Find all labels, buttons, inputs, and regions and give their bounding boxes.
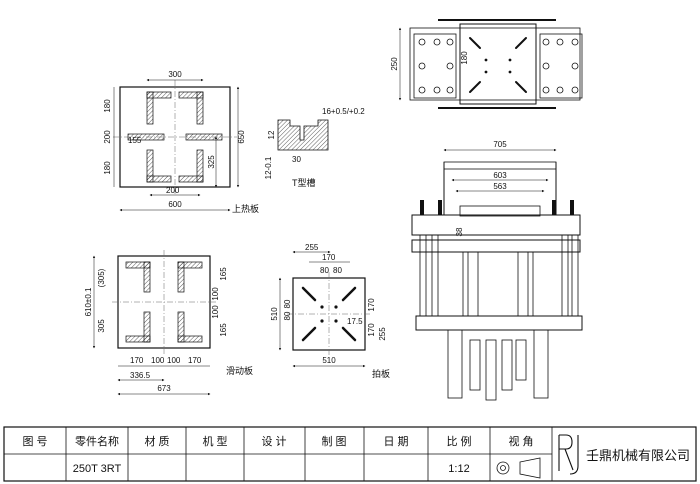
ejector-dim-510-left: 510 — [270, 307, 279, 321]
tslot-dim-head: 16+0.5/+0.2 — [322, 107, 365, 116]
ejector-dim-170-top: 170 — [322, 253, 336, 262]
t-slot-detail: 12 16+0.5/+0.2 12-0.1 30 T型槽 — [264, 107, 365, 188]
projection-symbol — [496, 457, 541, 479]
upper-plate-t-slots — [127, 91, 223, 183]
ejector-dim-80-a: 80 — [320, 266, 329, 275]
tslot-dim-12: 12 — [267, 130, 276, 139]
slide-dim-170-right: 170 — [188, 356, 202, 365]
slide-dim-100-b: 100 — [211, 305, 220, 319]
slide-dim-165-top: 165 — [219, 267, 228, 281]
slide-plate-view: (305) 610±0.1 305 165 100 100 165 170 10… — [84, 250, 253, 396]
ejector-dim-510-bottom: 510 — [322, 356, 336, 365]
tb-value-part-name: 250T 3RT — [73, 463, 122, 475]
upper-dim-200-bottom: 200 — [166, 186, 180, 195]
ejector-plate-caption: 拍板 — [372, 368, 390, 379]
tb-header-drafting: 制 图 — [321, 435, 346, 448]
upper-dim-325: 325 — [207, 155, 216, 169]
ejector-holes — [320, 305, 338, 323]
title-block: 图 号 零件名称 材 质 机 型 设 计 制 图 日 期 比 例 视 角 250… — [3, 426, 697, 482]
tb-value-scale: 1:12 — [448, 463, 469, 475]
front-bolts — [420, 200, 574, 215]
ejector-dim-angle: 17.5 — [347, 317, 363, 326]
slide-plate-caption: 滑动板 — [226, 365, 253, 376]
tb-header-date: 日 期 — [383, 435, 408, 448]
tb-header-scale: 比 例 — [446, 434, 471, 448]
slide-dim-336: 336.5 — [130, 371, 151, 380]
top-view-center-slots — [469, 37, 527, 93]
ejector-dim-255-right: 255 — [378, 327, 387, 341]
front-cylinders — [447, 329, 549, 401]
front-dim-38: 38 — [455, 227, 464, 236]
upper-plate-caption: 上热板 — [232, 203, 259, 214]
top-view-clamps-right — [539, 33, 583, 99]
ejector-dim-170-right-b: 170 — [367, 323, 376, 337]
slide-dim-100-a: 100 — [211, 287, 220, 301]
upper-dim-300: 300 — [168, 70, 182, 79]
topview-dim-180: 180 — [460, 51, 469, 65]
slide-plate-t-slots — [125, 261, 203, 343]
upper-plate-view: 300 180 200 180 155 650 325 200 600 上热板 — [103, 70, 259, 214]
ejector-dim-80-b: 80 — [333, 266, 342, 275]
company-name: 壬鼎机械有限公司 — [586, 448, 690, 463]
assembly-front-view: 705 603 563 38 — [411, 140, 583, 401]
upper-dim-180-top: 180 — [103, 99, 112, 113]
ejector-plate-view: 255 170 80 80 510 80 80 170 170 255 17.5… — [270, 243, 390, 379]
slide-dim-100-left: 100 — [151, 356, 165, 365]
front-middle-platen — [411, 239, 581, 253]
upper-dim-180-bottom: 180 — [103, 161, 112, 175]
front-lower-platen — [415, 315, 583, 331]
tb-header-drawing-no: 图 号 — [22, 435, 47, 448]
front-columns — [419, 234, 579, 317]
slide-dim-305: 305 — [97, 319, 106, 333]
ejector-dim-80-left-a: 80 — [283, 311, 292, 320]
upper-dim-600: 600 — [168, 200, 182, 209]
tb-header-part-name: 零件名称 — [75, 434, 119, 448]
front-upper-platen — [411, 214, 581, 236]
tb-header-material: 材 质 — [144, 434, 169, 448]
company-logo-icon — [558, 434, 579, 475]
ejector-slots — [301, 286, 357, 342]
ejector-dim-255: 255 — [305, 243, 319, 252]
top-view-holes — [484, 58, 512, 74]
assembly-top-view: 250 180 — [390, 19, 583, 109]
top-view-clamps-left — [413, 33, 457, 99]
tb-header-model: 机 型 — [202, 434, 227, 448]
front-dim-705: 705 — [493, 140, 507, 149]
slide-dim-165-bottom: 165 — [219, 323, 228, 337]
ejector-dim-80-left-b: 80 — [283, 299, 292, 308]
tslot-dim-30: 30 — [292, 155, 301, 164]
topview-dim-250: 250 — [390, 57, 399, 71]
t-slot-section — [277, 119, 329, 151]
slide-dim-170-left: 170 — [130, 356, 144, 365]
slide-dim-305-ref: (305) — [97, 268, 106, 287]
slide-dim-610: 610±0.1 — [84, 287, 93, 316]
upper-dim-200: 200 — [103, 130, 112, 144]
ejector-dim-170-right-a: 170 — [367, 298, 376, 312]
front-dim-603: 603 — [493, 171, 507, 180]
slide-dim-673: 673 — [157, 384, 171, 393]
tb-header-design: 设 计 — [261, 435, 286, 448]
slide-dim-100-right: 100 — [167, 356, 181, 365]
upper-dim-650: 650 — [237, 130, 246, 144]
front-dim-563: 563 — [493, 182, 507, 191]
tb-header-view: 视 角 — [508, 434, 533, 448]
tslot-dim-12-tol: 12-0.1 — [264, 156, 273, 179]
t-slot-caption: T型槽 — [292, 177, 316, 188]
upper-dim-155: 155 — [128, 136, 142, 145]
